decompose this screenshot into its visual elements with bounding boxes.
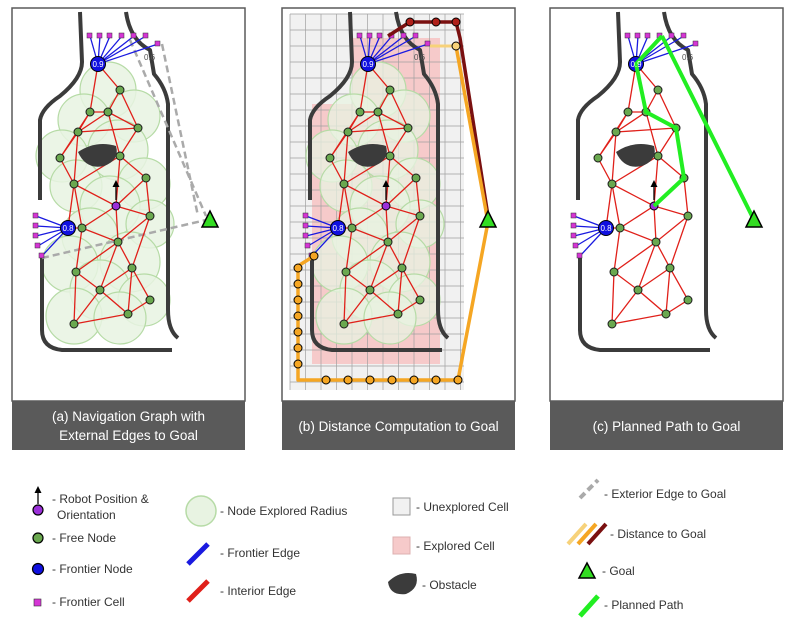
distance-icon [566,522,608,546]
frontier-cell-icon [33,598,42,607]
goal-icon [744,209,764,228]
interior-edge-icon [186,579,210,603]
frontier-value-left: 0.8 [600,224,612,233]
exterior-edges [41,39,208,260]
caption-c: (c) Planned Path to Goal [593,419,741,434]
frontier-node-icon [31,562,45,576]
caption-a-line1: (a) Navigation Graph with [52,409,205,424]
frontier-cell-value: 0.6 [144,53,156,62]
frontier-value-left: 0.8 [62,224,74,233]
orientation-arrow-icon [34,486,42,493]
caption-bar-c [550,401,783,450]
caption-a-line2: External Edges to Goal [59,428,198,443]
frontier-value-top: 0.9 [92,60,104,69]
frontier-cell-value: 0.6 [414,53,426,62]
legend-obstacle: - Obstacle [422,578,477,592]
caption-bar-a [12,401,245,450]
legend-distance: - Distance to Goal [610,527,706,541]
legend-interior-edge: - Interior Edge [220,584,296,598]
legend: - Robot Position & Orientation - Free No… [31,478,726,618]
legend-robot-line2: Orientation [57,508,116,522]
frontier-cell-value: 0.6 [682,53,694,62]
distance-nodes [293,17,463,385]
caption-bar-b [282,401,515,450]
frontier-value-top: 0.9 [630,60,642,69]
explored-cell-icon [392,536,411,555]
panel-a: 0.9 0.8 0.6 (a) Navigation Graph with Ex… [11,7,246,450]
robot-icon [32,504,44,516]
legend-goal: - Goal [602,564,635,578]
panel-c: 0.9 0.8 0.6 (c) Planned Path to Goal [549,7,784,450]
frontier-value-top: 0.9 [362,60,374,69]
frontier-value-left: 0.8 [332,224,344,233]
planned-path [634,34,756,221]
frontier-edge-icon [186,542,210,566]
unexplored-cell-icon [392,497,411,516]
legend-frontier-cell: - Frontier Cell [52,595,125,609]
panel-b: 0.9 0.8 0.6 [281,7,516,450]
explored-radius-icon [185,495,217,527]
legend-free-node: - Free Node [52,531,116,545]
legend-robot-line1: - Robot Position & [52,492,149,506]
caption-b: (b) Distance Computation to Goal [298,419,498,434]
legend-frontier-node: - Frontier Node [52,562,133,576]
legend-explored-radius: - Node Explored Radius [220,504,347,518]
obstacle-icon [388,573,417,595]
legend-unexplored-cell: - Unexplored Cell [416,500,509,514]
legend-frontier-edge: - Frontier Edge [220,546,300,560]
exterior-edge-icon [578,478,600,500]
legend-planned-path: - Planned Path [604,598,683,612]
legend-explored-cell: - Explored Cell [416,539,495,553]
planned-path-icon [578,594,600,618]
free-node-icon [32,532,44,544]
goal-legend-icon [577,561,597,579]
goal-icon [200,209,220,228]
legend-exterior-edge: - Exterior Edge to Goal [604,487,726,501]
goal-icon [478,209,498,228]
